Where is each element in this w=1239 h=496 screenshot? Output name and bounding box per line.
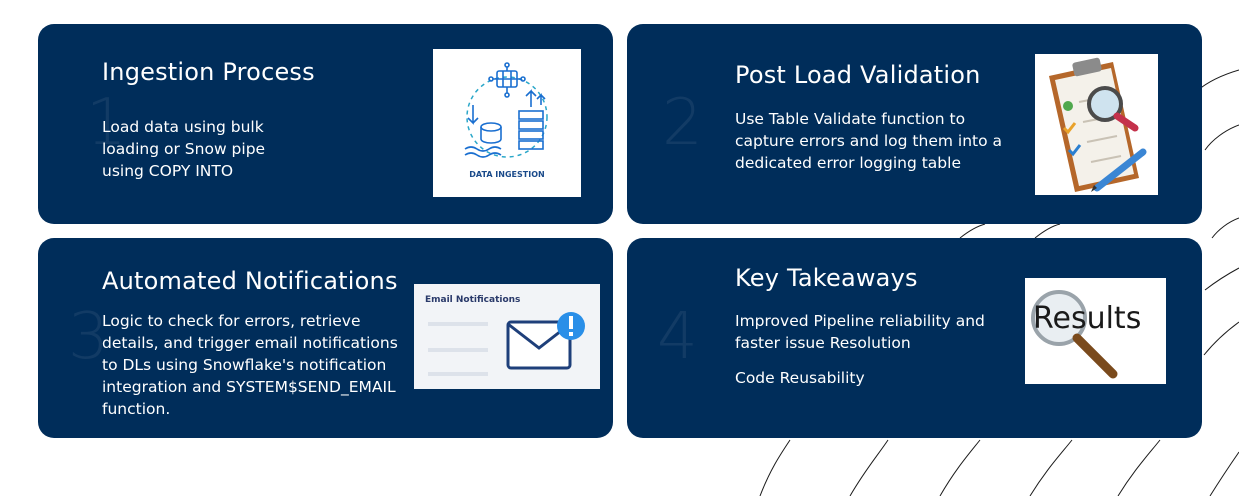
card-body-line: Load data using bulk loading or Snow pip…	[102, 118, 266, 180]
card-key-takeaways: 4 Key Takeaways Improved Pipeline reliab…	[627, 238, 1202, 438]
card-number: 4	[657, 300, 698, 374]
card-body-line: Logic to check for errors, retrieve deta…	[102, 312, 398, 418]
card-body-line: Improved Pipeline reliability and faster…	[735, 312, 985, 352]
image-caption: Results	[1033, 301, 1141, 336]
card-automated-notifications: 3 Automated Notifications Logic to check…	[38, 238, 613, 438]
card-body-line: Use Table Validate function to capture e…	[735, 110, 1003, 172]
card-body: Use Table Validate function to capture e…	[735, 108, 1027, 187]
clipboard-checklist-icon	[1049, 57, 1147, 192]
card-number: 2	[662, 86, 703, 160]
magnifier-icon: Results	[1031, 290, 1141, 379]
email-notifications-image: Email Notifications	[414, 284, 600, 389]
data-ingestion-icon: DATA INGESTION	[464, 62, 548, 179]
image-caption: Email Notifications	[425, 295, 520, 305]
card-number: 3	[68, 300, 109, 374]
email-alert-icon: Email Notifications	[425, 295, 585, 376]
results-image: Results	[1025, 278, 1166, 384]
card-title: Key Takeaways	[735, 264, 918, 292]
card-title: Ingestion Process	[102, 58, 315, 86]
card-body-line: Code Reusability	[735, 369, 865, 387]
data-ingestion-image: DATA INGESTION	[433, 49, 581, 197]
card-title: Post Load Validation	[735, 61, 981, 89]
card-number: 1	[86, 86, 127, 160]
image-caption: DATA INGESTION	[469, 170, 544, 179]
clipboard-image	[1035, 54, 1158, 195]
card-body: Improved Pipeline reliability and faster…	[735, 310, 1015, 402]
card-body: Logic to check for errors, retrieve deta…	[102, 310, 412, 433]
card-post-load-validation: 2 Post Load Validation Use Table Validat…	[627, 24, 1202, 224]
card-ingestion-process: 1 Ingestion Process Load data using bulk…	[38, 24, 613, 224]
card-body: Load data using bulk loading or Snow pip…	[102, 116, 302, 195]
card-title: Automated Notifications	[102, 267, 398, 295]
